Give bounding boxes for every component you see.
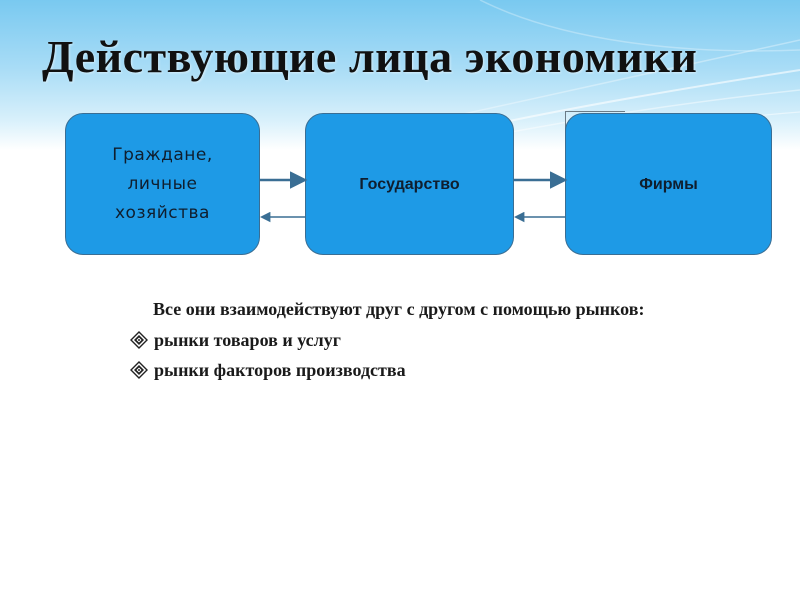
bullet-goods-services: рынки товаров и услуг: [154, 327, 341, 354]
intro-paragraph: Все они взаимодействуют друг с другом с …: [130, 296, 670, 323]
bullet-factor-markets: рынки факторов производства: [154, 357, 406, 384]
diamond-ornament-icon: [130, 361, 148, 379]
diamond-ornament-icon: [130, 331, 148, 349]
list-item: рынки факторов производства: [130, 355, 670, 385]
list-item: рынки товаров и услуг: [130, 325, 670, 355]
description-text: Все они взаимодействуют друг с другом с …: [130, 296, 670, 385]
markets-list: рынки товаров и услуг рынки факторов про…: [130, 325, 670, 385]
